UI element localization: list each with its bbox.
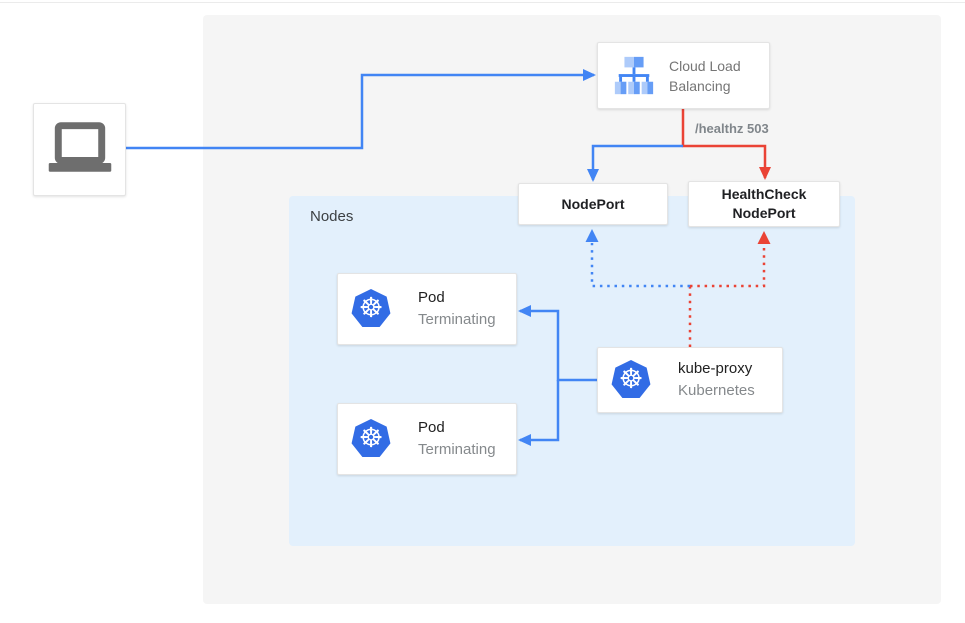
load-balancer-icon	[614, 56, 654, 94]
laptop-icon	[48, 121, 111, 172]
kubernetes-icon: ☸	[351, 289, 391, 327]
pod-top-status: Terminating	[418, 311, 496, 328]
pod-top-title: Pod	[418, 289, 445, 306]
kube-proxy-box: ☸ kube-proxy Kubernetes	[597, 347, 783, 413]
page-top-divider	[0, 2, 965, 3]
pod-bottom-title: Pod	[418, 419, 445, 436]
cloud-load-balancing-label: Cloud Load Balancing	[669, 57, 741, 94]
svg-text:☸: ☸	[619, 363, 643, 394]
kubernetes-icon: ☸	[351, 419, 391, 457]
kube-proxy-title: kube-proxy	[678, 360, 753, 377]
pod-top-box: ☸ Pod Terminating	[337, 273, 517, 345]
nodeport-label: NodePort	[561, 195, 625, 212]
healthcheck-nodeport-box: HealthCheck NodePort	[688, 181, 840, 227]
kube-proxy-subtitle: Kubernetes	[678, 382, 755, 399]
pod-bottom-status: Terminating	[418, 441, 496, 458]
svg-text:☸: ☸	[359, 292, 383, 323]
nodeport-box: NodePort	[518, 183, 668, 225]
cloud-load-balancing-box: Cloud Load Balancing	[597, 42, 770, 109]
healthcheck-nodeport-label: HealthCheck NodePort	[721, 186, 807, 221]
pod-bottom-box: ☸ Pod Terminating	[337, 403, 517, 475]
client-laptop-box	[33, 103, 126, 196]
kubernetes-icon: ☸	[611, 360, 651, 398]
nodes-group-label: Nodes	[310, 208, 354, 225]
svg-text:☸: ☸	[359, 422, 383, 453]
healthz-status-label: /healthz 503	[695, 121, 769, 136]
